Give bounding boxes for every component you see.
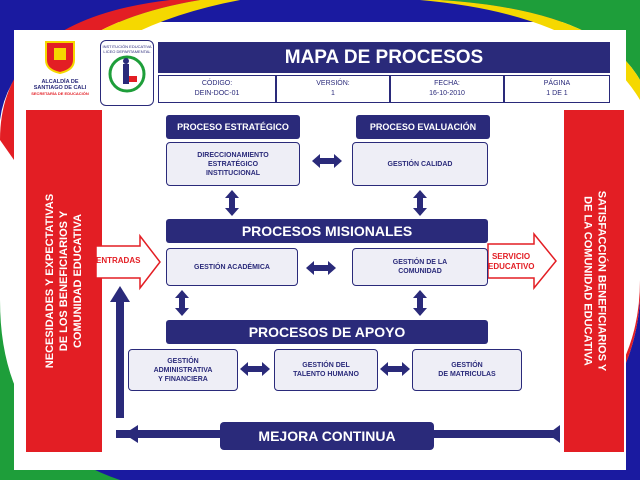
gestion-academica-box: GESTIÓN ACADÉMICA (166, 248, 298, 286)
right-column-satisfaction: SATISFACCIÓN BENEFICIARIOS Y DE LA COMUN… (564, 110, 624, 452)
logo1-line1: ALCALDÍA DE (41, 79, 79, 85)
procesos-misionales-title: PROCESOS MISIONALES (166, 219, 488, 243)
logo2-line1: INSTITUCIÓN EDUCATIVA (102, 44, 152, 49)
left-column-line3: COMUNIDAD EDUCATIVA (72, 213, 85, 349)
field-version-value: 1 (331, 90, 335, 97)
right-column-line2: DE LA COMUNIDAD EDUCATIVA (581, 196, 594, 366)
procesos-apoyo-title: PROCESOS DE APOYO (166, 320, 488, 344)
gestion-matriculas-line2: DE MATRICULAS (438, 371, 496, 378)
mejora-continua-box: MEJORA CONTINUA (220, 422, 434, 450)
gestion-talento-line2: TALENTO HUMANO (293, 371, 359, 378)
proceso-estrategico-title: PROCESO ESTRATÉGICO (166, 115, 300, 139)
gestion-talento-humano-box: GESTIÓN DEL TALENTO HUMANO (274, 349, 378, 391)
coat-of-arms-icon (45, 41, 75, 75)
direccionamiento-box: DIRECCIONAMIENTO ESTRATÉGICO INSTITUCION… (166, 142, 300, 186)
field-fecha-label: FECHA: (434, 80, 460, 87)
gestion-matriculas-line1: GESTIÓN (451, 362, 483, 369)
field-pagina-label: PÁGINA (543, 80, 571, 87)
field-pagina: PÁGINA 1 DE 1 (504, 75, 610, 103)
direccionamiento-line2: ESTRATÉGICO (207, 160, 259, 168)
field-pagina-value: 1 DE 1 (546, 90, 568, 97)
gestion-comunidad-line2: COMUNIDAD (398, 268, 442, 275)
proceso-evaluacion-title: PROCESO EVALUACIÓN (356, 115, 490, 139)
gestion-administrativa-box: GESTIÓN ADMINISTRATIVA Y FINANCIERA (128, 349, 238, 391)
field-version-label: VERSIÓN: (316, 80, 350, 87)
left-column-needs: NECESIDADES Y EXPECTATIVAS DE LOS BENEFI… (26, 110, 102, 452)
gestion-administrativa-line1: GESTIÓN (167, 357, 199, 365)
gestion-administrativa-line2: ADMINISTRATIVA (153, 366, 213, 374)
gestion-matriculas-box: GESTIÓN DE MATRICULAS (412, 349, 522, 391)
left-column-line1: NECESIDADES Y EXPECTATIVAS (44, 193, 57, 369)
field-codigo-label: CÓDIGO: (201, 80, 233, 87)
direccionamiento-line1: DIRECCIONAMIENTO (197, 151, 269, 159)
gestion-comunidad-line1: GESTIÓN DE LA (392, 259, 448, 266)
field-codigo-value: DEIN-DOC-01 (194, 90, 240, 97)
servicio-label-line1: SERVICIO (491, 252, 531, 261)
right-column-line1: SATISFACCIÓN BENEFICIARIOS Y (595, 190, 608, 372)
school-emblem-icon (108, 55, 146, 93)
servicio-educativo-label: SERVICIO EDUCATIVO (488, 252, 535, 272)
gestion-talento-line1: GESTIÓN DEL (302, 362, 350, 369)
field-codigo: CÓDIGO: DEIN-DOC-01 (158, 75, 276, 103)
logo1-line2: SANTIAGO DE CALI (33, 85, 87, 91)
logo2-line2: LICEO DEPARTAMENTAL (103, 49, 151, 54)
entradas-label: ENTRADAS (96, 256, 141, 265)
gestion-calidad-box: GESTIÓN CALIDAD (352, 142, 488, 186)
field-version: VERSIÓN: 1 (276, 75, 390, 103)
direccionamiento-line3: INSTITUCIONAL (205, 169, 261, 177)
field-fecha: FECHA: 16-10-2010 (390, 75, 504, 103)
gestion-comunidad-box: GESTIÓN DE LA COMUNIDAD (352, 248, 488, 286)
left-column-line2: DE LOS BENEFICIARIOS Y (58, 210, 71, 352)
servicio-label-line2: EDUCATIVO (488, 262, 535, 271)
logo-alcaldia: ALCALDÍA DE SANTIAGO DE CALI SECRETARÍA … (26, 40, 94, 108)
logo1-line3: SECRETARÍA DE EDUCACIÓN (31, 91, 89, 96)
logo-institucion: INSTITUCIÓN EDUCATIVA LICEO DEPARTAMENTA… (100, 40, 154, 106)
page-title: MAPA DE PROCESOS (158, 42, 610, 73)
field-fecha-value: 16-10-2010 (429, 90, 465, 97)
gestion-administrativa-line3: Y FINANCIERA (158, 375, 208, 383)
